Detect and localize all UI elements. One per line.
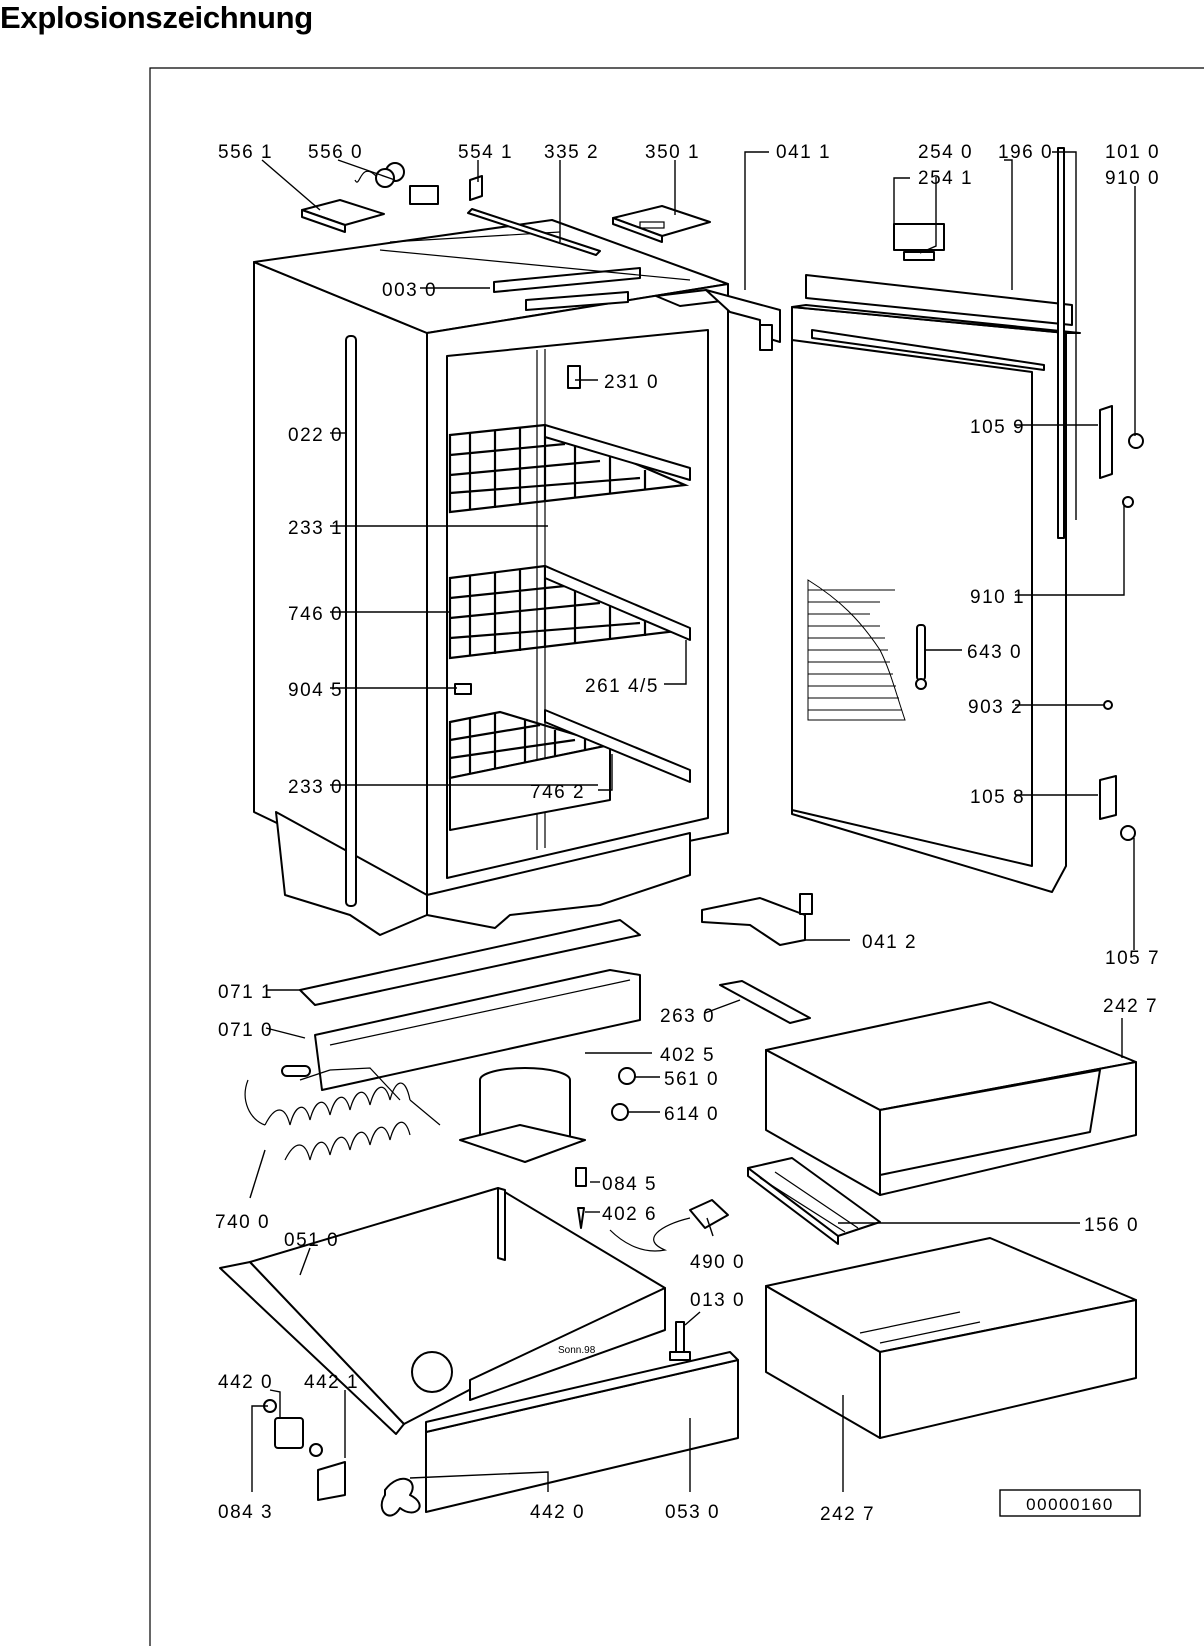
cabinet-body [253,219,729,936]
condenser-coil [244,1065,441,1161]
label-556-0: 556 0 [308,142,363,163]
label-041-1: 041 1 [776,142,831,163]
label-903-2: 903 2 [968,697,1023,718]
label-105-9: 105 9 [970,417,1025,438]
label-910-0: 910 0 [1105,168,1160,189]
drawing-number-box: 00000160 [999,1489,1141,1517]
label-242-7-lower: 242 7 [820,1504,875,1525]
page-title: Explosionszeichnung [0,0,313,35]
label-233-0: 233 0 [288,777,343,798]
callout-labels: 556 1 556 0 554 1 335 2 350 1 041 1 254 … [215,142,1160,1525]
hinge-bottom [701,893,813,946]
label-402-6: 402 6 [602,1204,657,1225]
label-254-0: 254 0 [918,142,973,163]
label-554-1: 554 1 [458,142,513,163]
label-263-0: 263 0 [660,1006,715,1027]
base-tray: Sonn.98 [219,1187,666,1435]
power-plug [609,1199,729,1252]
crisper-bracket [719,980,811,1024]
cover-strip [299,919,641,1006]
label-041-2: 041 2 [862,932,917,953]
drawing-frame [149,67,1204,1646]
shelf-upper [448,423,690,514]
label-242-7-upper: 242 7 [1103,996,1158,1017]
control-panel [612,205,711,243]
crisper-upper [765,1001,1137,1196]
label-053-0: 053 0 [665,1502,720,1523]
label-196-0: 196 0 [998,142,1053,163]
label-254-1: 254 1 [918,168,973,189]
label-071-0: 071 0 [218,1020,273,1041]
label-490-0: 490 0 [690,1252,745,1273]
label-156-0: 156 0 [1084,1215,1139,1236]
thermostat-cover [301,199,385,233]
label-442-0-left: 442 0 [218,1372,273,1393]
shelf-rails [544,424,691,783]
label-740-0: 740 0 [215,1212,270,1233]
label-904-5: 904 5 [288,680,343,701]
small-parts-cluster [575,1067,636,1229]
label-084-3: 084 3 [218,1502,273,1523]
crisper-lower [765,1237,1137,1439]
label-614-0: 614 0 [664,1104,719,1125]
door [791,147,1144,893]
label-643-0: 643 0 [967,642,1022,663]
label-105-7: 105 7 [1105,948,1160,969]
label-105-8: 105 8 [970,787,1025,808]
label-910-1: 910 1 [970,587,1025,608]
compressor [459,1067,586,1163]
lamp-holder [469,175,483,201]
label-013-0: 013 0 [690,1290,745,1311]
screw [669,1321,691,1361]
label-402-5: 402 5 [660,1045,715,1066]
leader-lines [249,151,1136,1492]
fan-assembly [263,1399,421,1517]
small-clip [454,683,472,695]
label-261-4-5: 261 4/5 [585,676,659,697]
label-442-1: 442 1 [304,1372,359,1393]
label-746-2: 746 2 [530,782,585,803]
label-442-0-bottom: 442 0 [530,1502,585,1523]
label-051-0: 051 0 [284,1230,339,1251]
label-084-5: 084 5 [602,1174,657,1195]
thermostat [354,162,439,205]
drawing-number: 00000160 [1026,1495,1114,1514]
top-strip [467,208,601,256]
label-561-0: 561 0 [664,1069,719,1090]
door-hatching [807,579,906,721]
label-101-0: 101 0 [1105,142,1160,163]
tray-engraving: Sonn.98 [558,1345,596,1356]
ice-tray [747,1157,881,1245]
label-071-1: 071 1 [218,982,273,1003]
label-233-1: 233 1 [288,518,343,539]
label-022-0: 022 0 [288,425,343,446]
label-231-0: 231 0 [604,372,659,393]
label-746-0: 746 0 [288,604,343,625]
hinge-top [655,289,781,351]
label-003-0: 003 0 [382,280,437,301]
light-bracket [567,365,581,389]
label-350-1: 350 1 [645,142,700,163]
label-556-1: 556 1 [218,142,273,163]
label-335-2: 335 2 [544,142,599,163]
vent-grille [314,969,641,1091]
